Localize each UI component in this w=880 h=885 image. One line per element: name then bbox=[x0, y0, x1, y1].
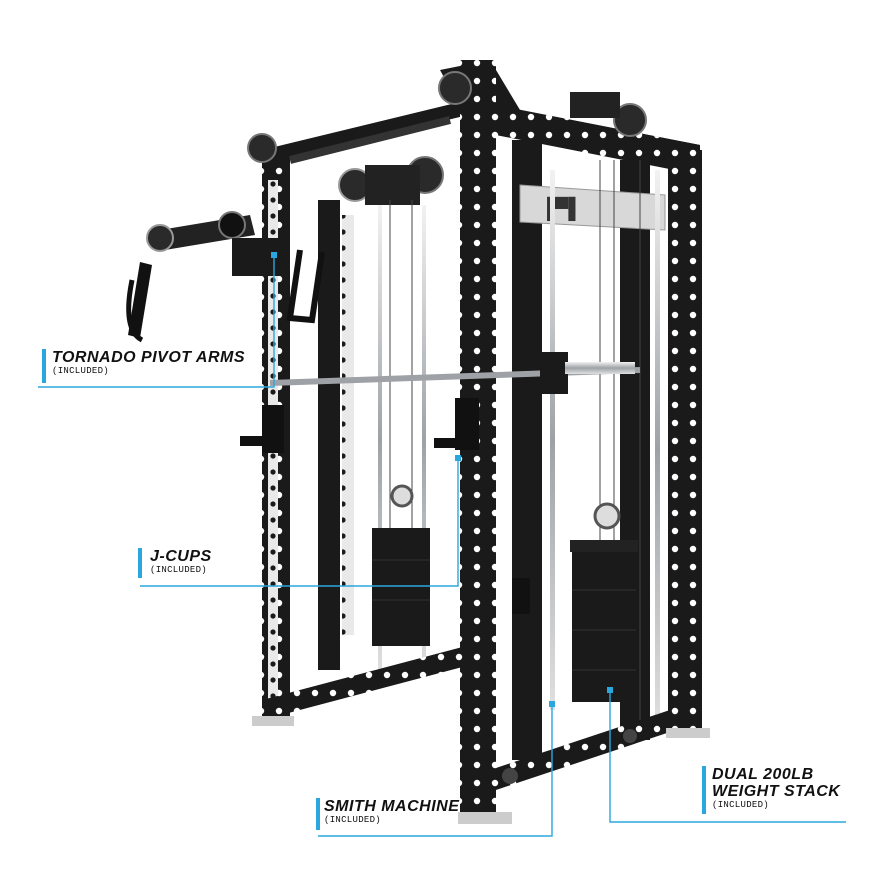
front-uprights bbox=[460, 60, 702, 820]
svg-text:▐▀▌: ▐▀▌ bbox=[540, 196, 583, 222]
brand-plate: ▐▀▌ bbox=[519, 184, 666, 231]
callout-tornado-pivot-arms: TORNADO PIVOT ARMS (INCLUDED) bbox=[42, 349, 246, 383]
cable-handle bbox=[286, 249, 325, 324]
upper-beam bbox=[470, 100, 700, 175]
callout-subtitle: (INCLUDED) bbox=[52, 366, 110, 376]
callout-smith-machine: SMITH MACHINE (INCLUDED) bbox=[316, 798, 460, 830]
weight-stack-left bbox=[372, 484, 430, 646]
weight-stack-right bbox=[570, 502, 638, 702]
callout-weight-stack: DUAL 200LB WEIGHT STACK (INCLUDED) bbox=[702, 766, 841, 814]
callout-subtitle: (INCLUDED) bbox=[324, 815, 382, 825]
top-pulleys bbox=[247, 71, 647, 205]
callout-bar bbox=[702, 766, 706, 814]
callout-bar bbox=[42, 349, 46, 383]
inner-upright bbox=[318, 200, 340, 670]
pivot-arm-left bbox=[126, 211, 290, 343]
callout-title-line1: DUAL 200LB bbox=[712, 766, 814, 783]
leader-dots bbox=[271, 252, 613, 707]
callout-subtitle: (INCLUDED) bbox=[712, 800, 770, 810]
callout-title: J-CUPS bbox=[150, 548, 212, 565]
j-cups bbox=[240, 398, 479, 453]
inner-holes bbox=[342, 215, 354, 635]
callout-title-line2: WEIGHT STACK bbox=[712, 783, 841, 800]
callout-subtitle: (INCLUDED) bbox=[150, 565, 208, 575]
base-frame bbox=[252, 645, 710, 824]
callout-bar bbox=[316, 798, 320, 830]
callout-title: TORNADO PIVOT ARMS bbox=[52, 349, 246, 366]
guide-rods bbox=[378, 170, 660, 730]
safety-catch bbox=[512, 578, 530, 614]
callout-bar bbox=[138, 548, 142, 578]
leader-lines bbox=[38, 255, 846, 837]
callout-title: SMITH MACHINE bbox=[324, 798, 460, 815]
callout-j-cups: J-CUPS (INCLUDED) bbox=[138, 548, 212, 578]
smith-bar bbox=[269, 352, 641, 394]
